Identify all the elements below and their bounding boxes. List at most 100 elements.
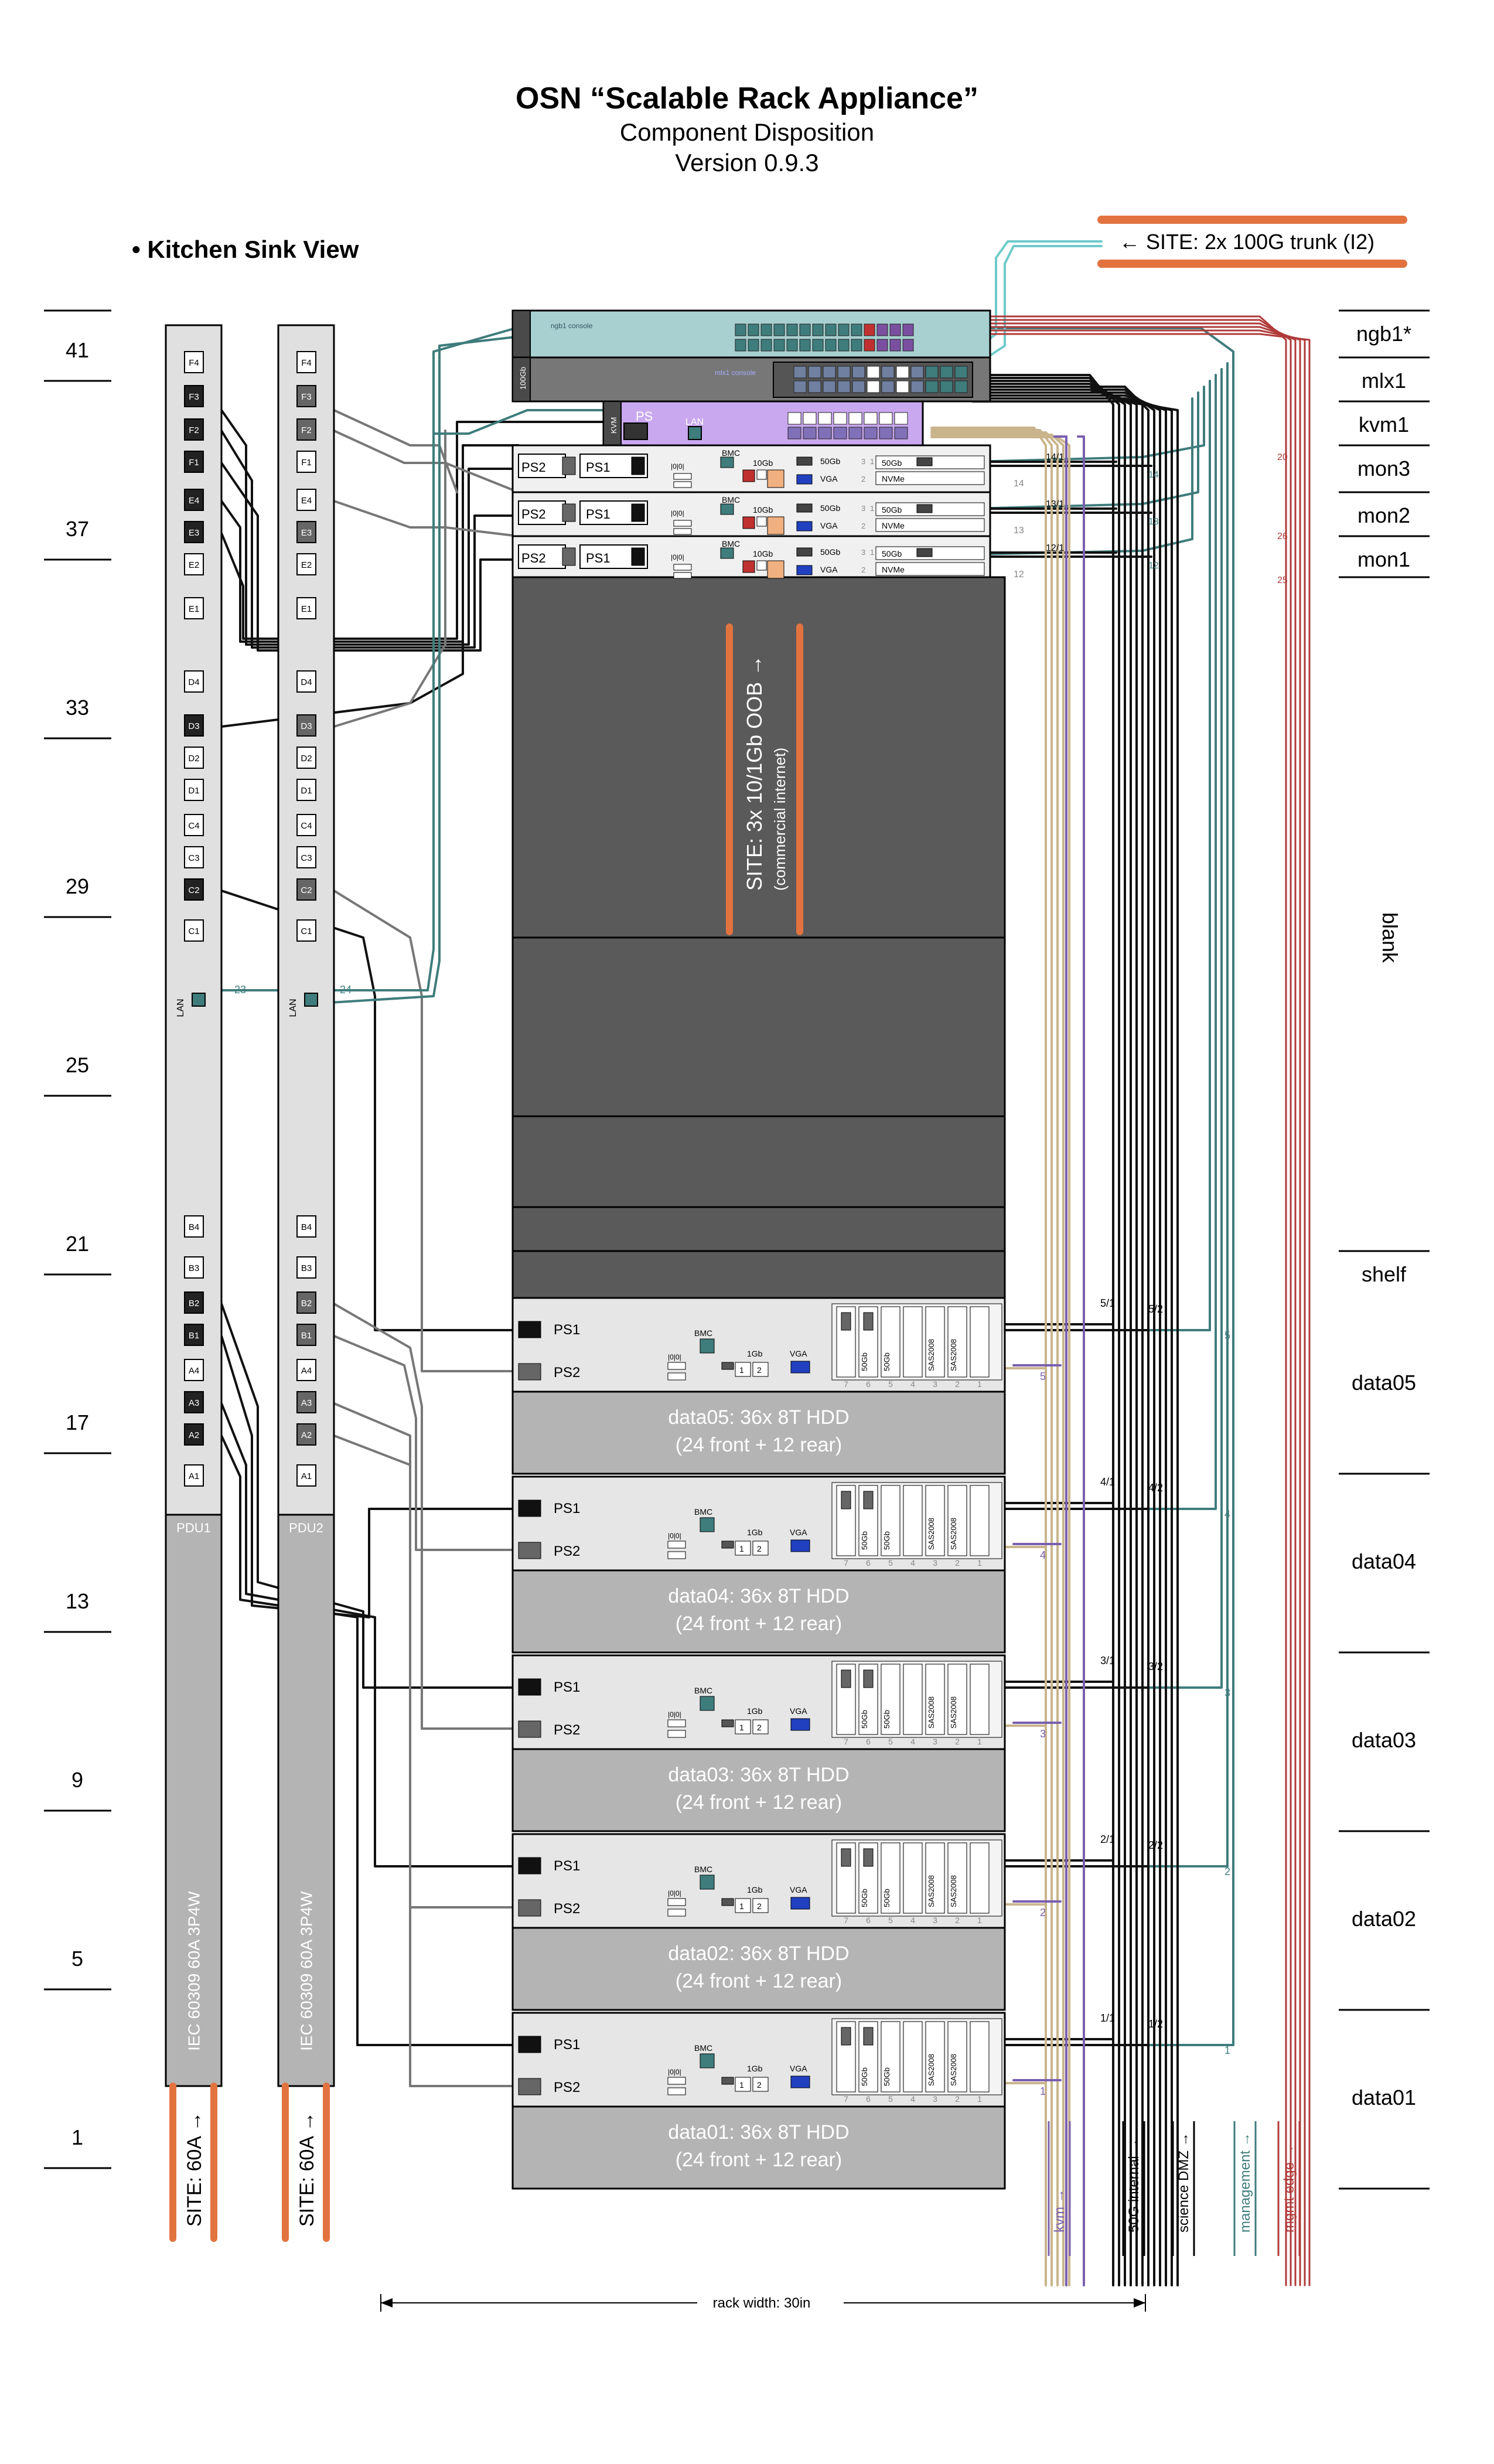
mon-net-port	[742, 469, 755, 482]
data-server-bottom	[511, 1569, 1006, 1654]
pdu-outlet-label: A1	[189, 1471, 199, 1481]
pdu-outlet	[296, 1464, 316, 1487]
management-cable	[292, 336, 517, 1006]
data-port-label: 5/1	[1100, 1297, 1115, 1309]
pdu-outlet	[184, 1359, 204, 1381]
kvm-cable	[1053, 435, 1067, 2286]
mon-oob-port	[767, 560, 784, 579]
data-slot-num: 2	[955, 1916, 960, 1925]
data-io	[667, 1730, 686, 1738]
data-port-label: 3/1	[1100, 1655, 1115, 1666]
mon-net-label: 10Gb	[753, 549, 773, 558]
ngb1-bezel	[512, 310, 531, 358]
ngb1-port	[851, 339, 862, 352]
mon-nic2-port	[916, 548, 933, 557]
mlx1-bezel	[512, 357, 531, 402]
data-pcie-slot	[970, 1306, 990, 1378]
data-psu2-label: PS2	[554, 1365, 580, 1381]
mon-nvme-label: NVMe	[882, 565, 905, 574]
pdu-outlet-label: A2	[301, 1430, 312, 1440]
data-server-sub: (24 front + 12 rear)	[676, 1970, 842, 1992]
data-net-port	[735, 1898, 751, 1913]
power-cable-pdu2	[333, 500, 520, 537]
data-sas-label: SAS2008	[927, 1875, 936, 1907]
pdu-outlet	[184, 385, 204, 407]
pdu-outlet-label: D1	[188, 786, 199, 796]
mon-io	[673, 572, 692, 579]
dimension-arrow	[381, 2298, 393, 2308]
kvm1-port	[879, 412, 893, 425]
pdu-outlet-label: C1	[188, 926, 199, 936]
pdu-name: PDU1	[176, 1521, 211, 1535]
data-server-sub: (24 front + 12 rear)	[676, 1434, 842, 1456]
right-label-data03: data03	[1352, 1728, 1416, 1752]
rack-unit-label: 17	[66, 1410, 89, 1434]
data-pcie-slot	[903, 1842, 923, 1914]
right-label-data02: data02	[1352, 1907, 1416, 1931]
data-server-sub: (24 front + 12 rear)	[676, 2149, 842, 2171]
right-label-shelf: shelf	[1362, 1262, 1407, 1286]
data-slot-num: 6	[866, 2094, 871, 2104]
pdu-outlet	[184, 1256, 204, 1279]
dimension-arrow	[1134, 2298, 1145, 2308]
mon-port-label: 12/1	[1046, 543, 1064, 553]
pdu-outlet-label: F2	[189, 425, 199, 435]
mon-port-num: 3	[861, 504, 865, 513]
mon-net-port	[756, 469, 767, 480]
mon-port-label: 12	[1014, 570, 1024, 580]
data-server-bottom	[511, 1391, 1006, 1475]
mlx1-port	[852, 366, 865, 379]
data-bmc-port	[700, 2053, 715, 2068]
mlx1-port	[896, 380, 909, 393]
power-cable-pdu1	[220, 462, 520, 652]
pdu-outlet-label: E1	[189, 604, 199, 614]
mlx1-console-label: mlx1 console	[715, 369, 756, 377]
data-nic-label: 50Gb	[860, 1889, 869, 1907]
pdu-outlet	[296, 597, 316, 619]
power-cable-pdu2	[333, 1434, 520, 2087]
ngb1-port	[825, 339, 837, 352]
data-server-bottom	[511, 1927, 1006, 2011]
data-slot-num: 6	[866, 1737, 871, 1746]
data-slot-num: 5	[888, 1737, 893, 1746]
data-io	[667, 1898, 686, 1906]
mon-port-num: 1	[870, 548, 874, 557]
data-id-label: |0|0|	[668, 1889, 681, 1897]
mlx1-port	[837, 380, 851, 393]
data-bmc-port	[700, 1338, 715, 1354]
data-pcie-slot	[881, 1664, 901, 1735]
mon-port-label: 13/1	[1046, 499, 1064, 509]
data-net-port	[721, 1719, 734, 1727]
mlx1-port	[925, 380, 939, 393]
legend-label: science DMZ →	[1176, 2132, 1192, 2233]
mlx1-port	[910, 380, 924, 393]
right-label-mon2: mon2	[1357, 503, 1410, 527]
data-nic-label: 50Gb	[860, 1352, 869, 1371]
data-slot-num: 3	[933, 1916, 937, 1925]
mon-vga-port	[796, 521, 813, 531]
data-slot-num: 6	[866, 1558, 871, 1567]
pdu-outlet-label: A1	[301, 1471, 312, 1481]
data-slot-num: 6	[866, 1379, 871, 1389]
data-nic-label: 50Gb	[882, 1710, 891, 1729]
mon-vga-label: VGA	[820, 565, 838, 574]
mon-io	[673, 520, 692, 527]
ngb1-port	[902, 339, 914, 352]
data-nic-label: 50Gb	[860, 1710, 869, 1729]
pdu-outlet-label: F3	[301, 392, 312, 402]
data-net-port	[735, 1541, 751, 1556]
kvm1-ps-label: PS	[636, 409, 653, 424]
data-io	[667, 1372, 686, 1381]
ngb1-port	[825, 323, 837, 336]
pdu-outlet-label: C3	[301, 853, 312, 863]
oob-sub-label: (commercial internet)	[771, 748, 789, 891]
data-port-label: 5	[1040, 1371, 1046, 1382]
mon-nic-label: 50Gb	[820, 456, 840, 466]
data-psu1-port	[518, 1499, 541, 1517]
mon-psu	[518, 544, 566, 569]
mon-port-label: 14	[1014, 479, 1024, 489]
data-net-port	[721, 2077, 734, 2085]
data-pcie-slot	[881, 2021, 901, 2092]
mlx1-port	[867, 380, 880, 393]
data-id-label: |0|0|	[668, 1532, 681, 1540]
